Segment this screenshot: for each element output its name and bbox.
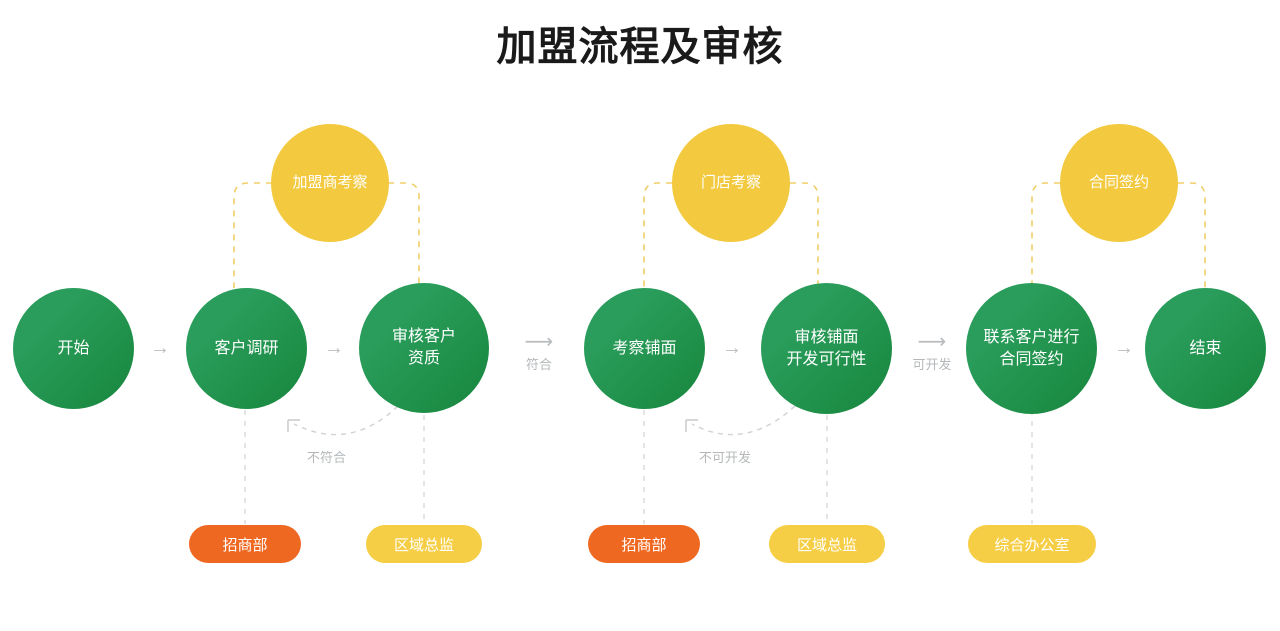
owner-pill-3[interactable]: 招商部 — [588, 525, 700, 563]
process-node-label-line1: 审核客户 — [391, 328, 456, 346]
connector-arrow-survey-to-audit: → — [310, 332, 358, 364]
connector-arrow-sign-to-end: → — [1100, 332, 1148, 364]
connector-label-developable: 可开发 — [912, 356, 952, 372]
process-node-label-line2: 合同签约 — [999, 350, 1064, 368]
owner-pill-label: 招商部 — [222, 536, 268, 554]
process-node-label: 开始 — [57, 339, 90, 357]
process-node-customer-survey[interactable]: 客户调研 — [186, 288, 307, 409]
connector-arrow-inspect-to-auditshop: → — [708, 332, 756, 364]
activity-node-label: 合同签约 — [1088, 173, 1149, 191]
process-node-audit-customer[interactable]: 审核客户 资质 — [359, 283, 489, 413]
dashed-link-franchisee-left — [233, 182, 272, 288]
arrow-right-icon: → — [324, 337, 344, 359]
owner-pill-1[interactable]: 招商部 — [189, 525, 301, 563]
arrow-right-icon: → — [150, 337, 170, 359]
owner-pill-2[interactable]: 区域总监 — [366, 525, 482, 563]
feedback-curve-not-conform — [293, 405, 399, 436]
dashed-link-contract-left — [1031, 182, 1060, 288]
page-title: 加盟流程及审核 — [496, 25, 784, 69]
process-node-label-line1: 审核铺面 — [794, 328, 859, 346]
arrow-right-icon: ⟶ — [917, 330, 947, 353]
arrow-right-icon: → — [722, 337, 742, 359]
arrow-right-icon: ⟶ — [524, 330, 554, 353]
dashed-link-contract-right — [1178, 182, 1206, 288]
process-node-label-group: 联系客户进行 合同签约 — [973, 327, 1089, 370]
process-node-label-line2: 开发可行性 — [786, 350, 867, 368]
process-node-label-group: 审核铺面 开发可行性 — [776, 327, 876, 370]
owner-pill-label: 综合办公室 — [994, 536, 1070, 554]
connector-arrow-auditshop-to-sign: ⟶ 可开发 — [894, 328, 970, 376]
activity-node-store-visit[interactable]: 门店考察 — [672, 124, 790, 242]
activity-node-label: 加盟商考察 — [292, 173, 368, 191]
feedback-label-not-conform: 不符合 — [307, 450, 347, 465]
owner-pill-label: 区域总监 — [393, 536, 454, 554]
dashed-link-store-left — [643, 182, 672, 288]
process-node-label-line1: 联系客户进行 — [983, 328, 1080, 346]
feedback-label-not-developable: 不可开发 — [699, 450, 752, 465]
process-node-label: 客户调研 — [214, 339, 279, 357]
process-node-label-group: 审核客户 资质 — [382, 326, 466, 369]
feedback-arrowhead-not-conform — [287, 419, 300, 432]
connector-arrow-start-to-survey: → — [136, 332, 184, 364]
owner-pill-label: 招商部 — [621, 536, 667, 554]
process-node-label: 考察铺面 — [612, 339, 677, 357]
process-node-inspect-shop[interactable]: 考察铺面 — [584, 288, 705, 409]
activity-node-contract-signing[interactable]: 合同签约 — [1060, 124, 1178, 242]
activity-node-franchisee-visit[interactable]: 加盟商考察 — [271, 124, 389, 242]
process-node-start[interactable]: 开始 — [13, 288, 134, 409]
feedback-arrowhead-not-developable — [685, 419, 698, 432]
owner-pill-4[interactable]: 区域总监 — [769, 525, 885, 563]
dashed-link-store-right — [790, 182, 819, 288]
process-node-audit-shop[interactable]: 审核铺面 开发可行性 — [761, 283, 892, 414]
activity-node-label: 门店考察 — [700, 173, 761, 191]
process-node-sign-contract[interactable]: 联系客户进行 合同签约 — [966, 283, 1097, 414]
process-node-label-line2: 资质 — [407, 350, 440, 367]
connector-label-conform: 符合 — [525, 356, 552, 372]
process-node-end[interactable]: 结束 — [1145, 288, 1266, 409]
owner-pill-5[interactable]: 综合办公室 — [968, 525, 1096, 563]
owner-pill-label: 区域总监 — [796, 536, 857, 554]
arrow-right-icon: → — [1114, 337, 1134, 359]
process-node-label: 结束 — [1189, 339, 1222, 357]
connector-arrow-audit-to-inspect: ⟶ 符合 — [494, 328, 584, 376]
dashed-link-franchisee-right — [388, 182, 420, 288]
feedback-curve-not-developable — [691, 405, 796, 436]
